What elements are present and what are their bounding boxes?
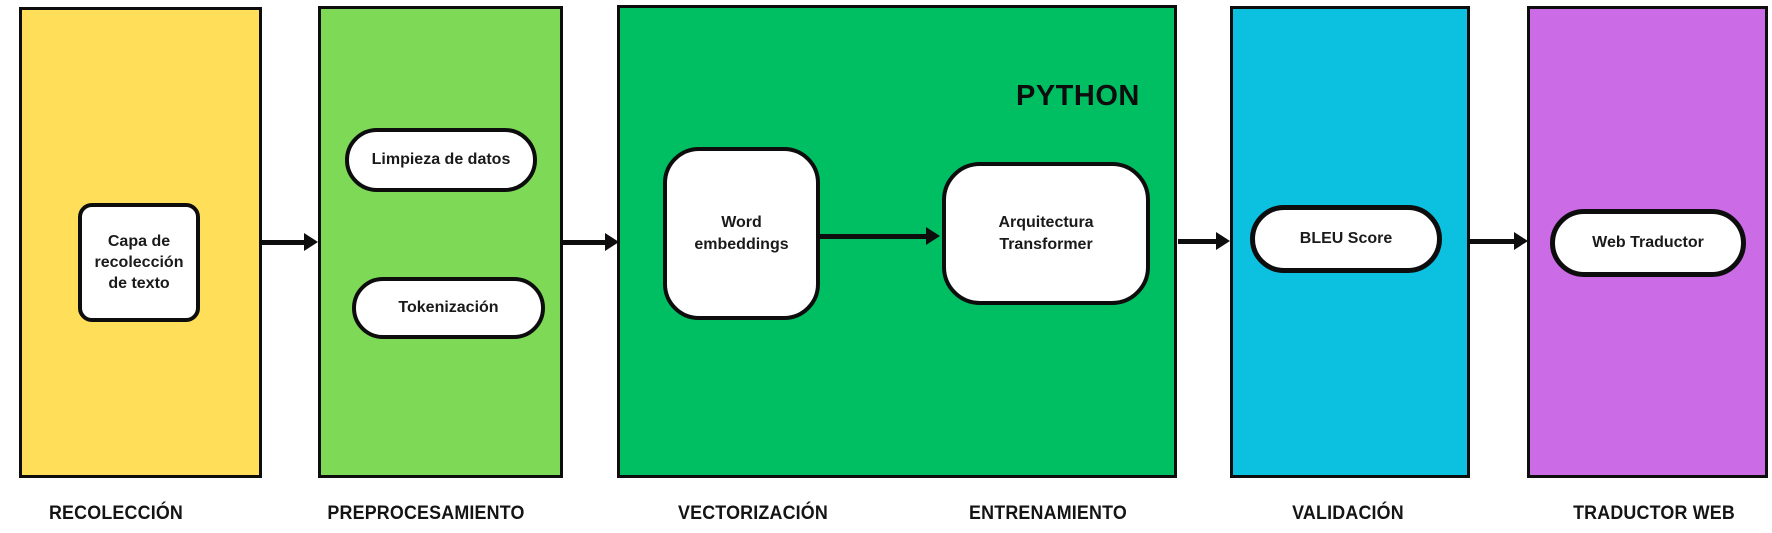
node-word-embeddings-label: Word embeddings — [694, 214, 789, 253]
stage-label-vectorizacion: VECTORIZACIÓN — [678, 503, 828, 524]
arrow-shaft — [820, 234, 928, 239]
node-arquitectura-transformer-label: Arquitectura Transformer — [998, 214, 1094, 253]
stage-label-preprocesamiento: PREPROCESAMIENTO — [327, 503, 525, 524]
node-word-embeddings: Word embeddings — [663, 147, 820, 320]
node-web-traductor-label: Web Traductor — [1592, 234, 1704, 252]
node-capa-recoleccion-label: Capa de recolección de texto — [94, 232, 184, 293]
node-limpieza-datos: Limpieza de datos — [345, 128, 537, 192]
node-limpieza-datos-label: Limpieza de datos — [371, 151, 511, 169]
arrow-preprocesamiento-to-vectorizacion — [563, 233, 619, 251]
arrow-word-embeddings-to-transformer — [820, 227, 940, 245]
arrow-shaft — [262, 240, 306, 245]
node-tokenizacion-label: Tokenización — [398, 299, 499, 317]
node-capa-recoleccion: Capa de recolección de texto — [78, 203, 200, 322]
stage-label-entrenamiento: ENTRENAMIENTO — [969, 503, 1127, 524]
stage-label-recoleccion: RECOLECCIÓN — [48, 503, 184, 524]
node-arquitectura-transformer: Arquitectura Transformer — [942, 162, 1150, 305]
node-bleu-score-label: BLEU Score — [1299, 230, 1393, 248]
arrow-head-icon — [304, 233, 318, 251]
arrow-shaft — [1178, 239, 1218, 244]
python-caption: PYTHON — [1016, 80, 1140, 112]
arrow-entrenamiento-to-validacion — [1178, 232, 1230, 250]
node-tokenizacion: Tokenización — [352, 277, 545, 339]
arrow-head-icon — [926, 227, 940, 245]
stage-block-preprocesamiento — [318, 6, 563, 478]
arrow-recoleccion-to-preprocesamiento — [262, 233, 318, 251]
arrow-head-icon — [1216, 232, 1230, 250]
arrow-shaft — [563, 240, 607, 245]
node-bleu-score: BLEU Score — [1250, 205, 1442, 273]
node-web-traductor: Web Traductor — [1550, 209, 1746, 277]
arrow-validacion-to-traductor — [1470, 232, 1528, 250]
stage-label-traductor-web: TRADUCTOR WEB — [1573, 503, 1735, 524]
stage-label-validacion: VALIDACIÓN — [1292, 503, 1404, 524]
arrow-head-icon — [605, 233, 619, 251]
arrow-head-icon — [1514, 232, 1528, 250]
arrow-shaft — [1470, 239, 1516, 244]
